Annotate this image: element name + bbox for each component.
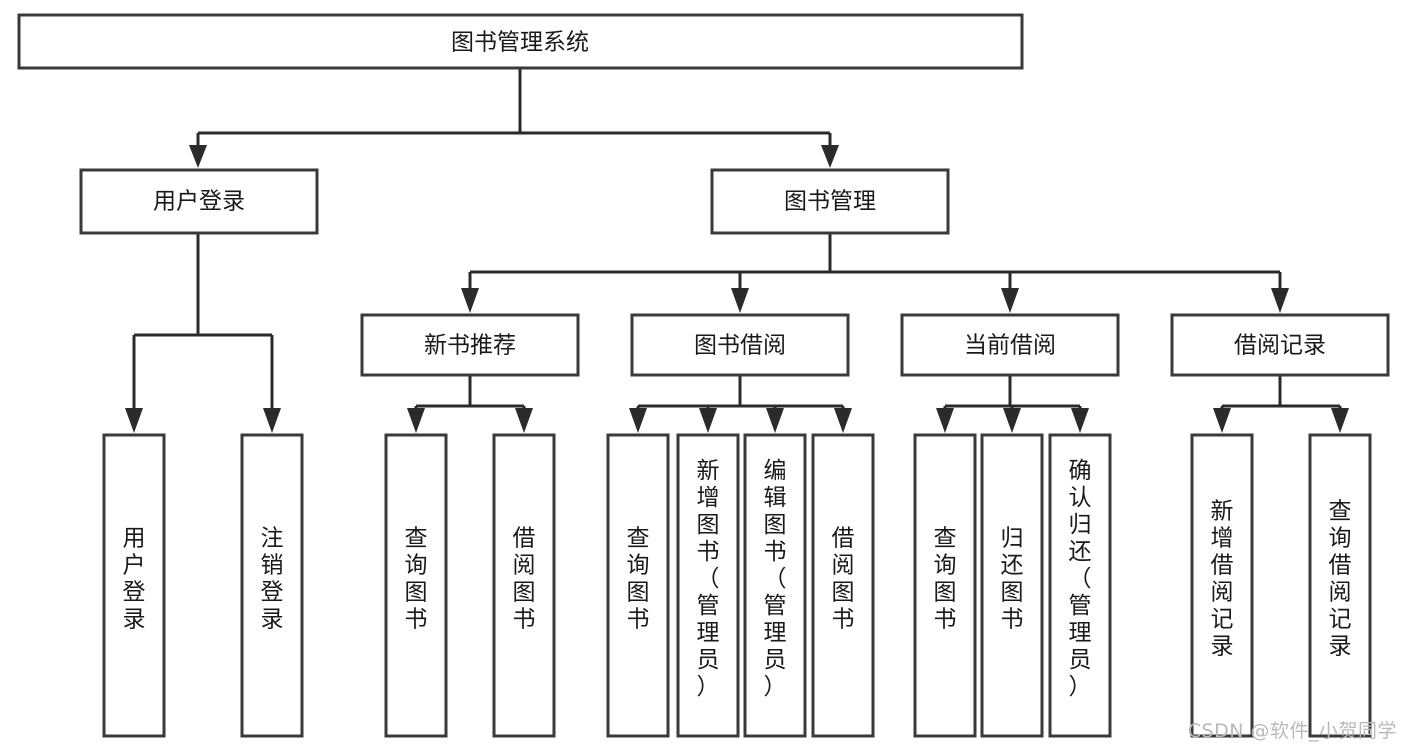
arrow-head-user-login [189,145,207,168]
node-leaf-borrow-book-1-label: 借阅图书 [513,526,536,633]
node-borrow-record-label: 借阅记录 [1234,333,1326,359]
node-user-login-box[interactable] [79,168,319,235]
node-leaf-add-record-box[interactable] [1190,433,1254,738]
node-leaf-query-book-3-label: 查询图书 [934,526,957,633]
node-leaf-return-book-box[interactable] [980,433,1044,738]
node-leaf-confirm-return-label: 确认归还（管理员） [1069,458,1092,700]
node-leaf-query-book-1[interactable]: 查询图书 [384,433,448,738]
connector-layer [125,68,1349,433]
node-root-label: 图书管理系统 [451,30,589,56]
arrow-head-bookborrow [731,288,749,313]
node-leaf-add-record-label: 新增借阅记录 [1211,499,1234,660]
node-leaf-add-book-label: 新增图书（管理员） [697,458,720,700]
node-new-book-rec-box[interactable] [360,313,580,377]
arrow-head-leaf-logout [263,408,281,433]
node-leaf-borrow-book-1-box[interactable] [492,433,556,738]
node-leaf-add-book-box[interactable] [676,433,740,738]
node-leaf-return-book[interactable]: 归还图书 [980,433,1044,738]
arrow-head-leaf-user-login [125,408,143,433]
arrow-head-leaf-edit-book [766,408,784,433]
node-leaf-user-login[interactable]: 用户登录 [102,433,166,738]
node-leaf-logout-label: 注销登录 [261,526,284,633]
node-leaf-edit-book-box[interactable] [743,433,807,738]
arrow-head-leaf-borrow-book-2 [834,408,852,433]
node-leaf-return-book-label: 归还图书 [1001,526,1024,633]
node-leaf-edit-book-label: 编辑图书（管理员） [764,458,787,700]
arrow-head-leaf-query-record [1331,408,1349,433]
arrow-head-leaf-query-book-3 [936,408,954,433]
arrow-head-newbook [461,288,479,313]
arrow-head-leaf-query-book-2 [629,408,647,433]
node-root[interactable]: 图书管理系统 [17,13,1024,70]
node-leaf-borrow-book-1[interactable]: 借阅图书 [492,433,556,738]
node-leaf-logout[interactable]: 注销登录 [240,433,304,738]
node-borrow-record-box[interactable] [1170,313,1390,377]
node-user-login-label: 用户登录 [153,189,245,215]
node-current-borrow[interactable]: 当前借阅 [900,313,1120,377]
node-new-book-rec-label: 新书推荐 [424,333,516,359]
node-leaf-borrow-book-2[interactable]: 借阅图书 [811,433,875,738]
node-leaf-edit-book[interactable]: 编辑图书（管理员） [743,433,807,738]
node-leaf-query-record[interactable]: 查询借阅记录 [1308,433,1372,738]
arrow-head-leaf-confirm-return [1071,408,1089,433]
node-borrow-record[interactable]: 借阅记录 [1170,313,1390,377]
node-leaf-confirm-return-box[interactable] [1048,433,1112,738]
arrow-head-leaf-query-book-1 [407,408,425,433]
node-leaf-query-book-2-label: 查询图书 [627,526,650,633]
node-book-borrow-label: 图书借阅 [694,333,786,359]
arrow-head-currentborrow [1001,288,1019,313]
node-leaf-query-book-2-box[interactable] [606,433,670,738]
node-leaf-query-book-1-label: 查询图书 [405,526,428,633]
node-leaf-borrow-book-2-label: 借阅图书 [832,526,855,633]
node-book-borrow-box[interactable] [630,313,850,377]
node-current-borrow-box[interactable] [900,313,1120,377]
node-leaf-confirm-return[interactable]: 确认归还（管理员） [1048,433,1112,738]
node-leaf-add-book[interactable]: 新增图书（管理员） [676,433,740,738]
node-book-manage-box[interactable] [710,168,950,235]
arrow-head-leaf-add-record [1213,408,1231,433]
arrow-head-leaf-add-book [699,408,717,433]
node-leaf-add-record[interactable]: 新增借阅记录 [1190,433,1254,738]
arrow-head-leaf-return-book [1003,408,1021,433]
node-leaf-query-book-3-box[interactable] [913,433,977,738]
node-leaf-query-book-3[interactable]: 查询图书 [913,433,977,738]
node-new-book-rec[interactable]: 新书推荐 [360,313,580,377]
node-book-manage-label: 图书管理 [784,189,876,215]
node-current-borrow-label: 当前借阅 [964,333,1056,359]
arrow-head-borrowrecord [1271,288,1289,313]
arrow-head-leaf-borrow-book-1 [515,408,533,433]
node-leaf-user-login-box[interactable] [102,433,166,738]
node-leaf-query-record-label: 查询借阅记录 [1329,499,1352,660]
arrow-head-book-manage [821,145,839,168]
node-leaf-query-book-1-box[interactable] [384,433,448,738]
node-root-box[interactable] [17,13,1024,70]
node-leaf-query-book-2[interactable]: 查询图书 [606,433,670,738]
node-book-manage[interactable]: 图书管理 [710,168,950,235]
node-book-borrow[interactable]: 图书借阅 [630,313,850,377]
node-leaf-borrow-book-2-box[interactable] [811,433,875,738]
node-leaf-user-login-label: 用户登录 [123,526,146,633]
node-user-login[interactable]: 用户登录 [79,168,319,235]
node-leaf-logout-box[interactable] [240,433,304,738]
node-leaf-query-record-box[interactable] [1308,433,1372,738]
